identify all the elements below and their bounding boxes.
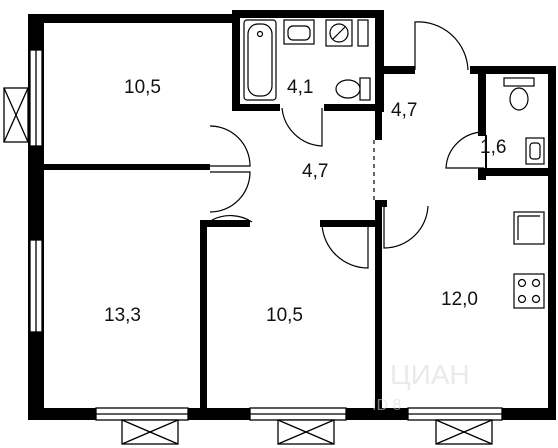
pipe-icon [357, 19, 369, 47]
door-wc [445, 131, 485, 169]
bathroom-wall-bottom [232, 104, 280, 111]
bedroom-middle-wall-right [375, 200, 382, 420]
bathtub-icon [243, 19, 277, 101]
watermark-id: ID 8 [372, 397, 401, 414]
entry-wall-left [375, 110, 382, 140]
kitchen-wall-top [375, 200, 387, 207]
door-bedroom-left [209, 171, 251, 213]
fridge-icon [513, 211, 545, 245]
fixtures [243, 19, 545, 309]
bathroom-wall-bottom-2 [324, 104, 384, 111]
room-labels: 10,5 4,1 4,7 1,6 4,7 13,3 10,5 12,0 [104, 77, 506, 326]
wc-wall-right [548, 66, 556, 420]
outer-wall-bottom-d [502, 408, 556, 420]
door-bathroom [281, 107, 323, 147]
bathroom-wall-right [375, 10, 384, 112]
outer-wall-bottom-b [188, 408, 250, 420]
entry-wall-top-a [375, 66, 415, 74]
bathroom-wall-left [232, 10, 240, 110]
wc-wall-stub [478, 168, 486, 180]
outer-wall-top-left [28, 14, 238, 23]
washing-machine-icon [325, 19, 353, 47]
bedroom-top-wall-bottom [44, 164, 210, 170]
room-area-corridor: 4,7 [302, 161, 328, 182]
wc-sink-icon [525, 137, 545, 165]
door-bedroom-middle [321, 223, 369, 269]
balcony-bottom-1 [121, 419, 179, 445]
balcony-bottom-2 [277, 419, 335, 445]
door-entrance [414, 21, 469, 71]
room-area-entry-hall: 4,7 [391, 100, 417, 121]
bathroom-wall-top [232, 10, 384, 18]
room-area-kitchen-living: 12,0 [441, 289, 478, 310]
doors [209, 21, 485, 269]
balcony-bottom-3 [435, 419, 493, 445]
bedroom-middle-wall-top-b [320, 220, 382, 227]
walls [28, 10, 556, 420]
outer-wall-bottom-c [346, 408, 408, 420]
sink-icon [283, 19, 315, 45]
partitions [373, 135, 487, 200]
wc-wall-left [478, 66, 486, 136]
room-area-bedroom-middle: 10,5 [266, 305, 303, 326]
door-kitchen [383, 205, 429, 249]
bedroom-middle-wall-top-a [200, 220, 250, 227]
door-bedroom-top [209, 125, 251, 167]
room-area-bathroom: 4,1 [287, 77, 313, 98]
room-area-bedroom-left: 13,3 [104, 305, 141, 326]
wc-toilet-icon [503, 77, 535, 111]
bedroom-middle-wall-left [200, 220, 207, 420]
room-area-bedroom-top-left: 10,5 [124, 77, 161, 98]
entry-wall-top-b [470, 66, 556, 74]
balconies [3, 87, 493, 445]
stove-icon [513, 273, 545, 309]
door-bedroom-middle-b [211, 215, 253, 223]
watermark: ЦИАН ID 8 [372, 359, 470, 414]
windows [29, 49, 503, 421]
watermark-brand: ЦИАН [390, 359, 470, 390]
balcony-left [3, 87, 29, 143]
wc-wall-bottom [478, 168, 556, 176]
outer-wall-bottom-a [28, 408, 96, 420]
room-area-wc: 1,6 [480, 137, 506, 158]
toilet-icon [335, 77, 371, 101]
